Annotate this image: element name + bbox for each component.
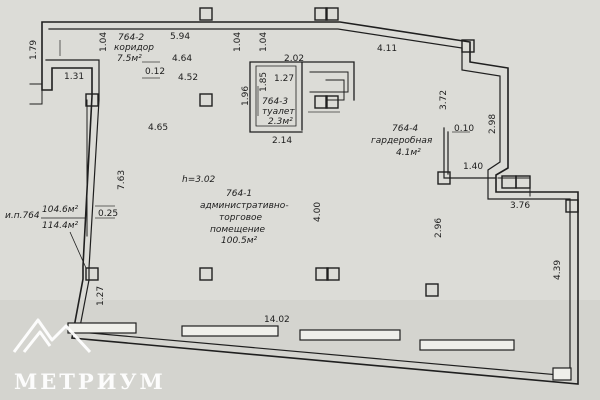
columns (85, 7, 579, 297)
total-area-2: 114.4м² (42, 221, 79, 231)
dim-0-25: 0.25 (98, 209, 118, 219)
room-toilet-label: 764-3 туалет 2.3м² (262, 97, 295, 127)
dim-1-96: 1.96 (241, 86, 251, 106)
dim-2-98: 2.98 (488, 114, 498, 134)
dim-2-96: 2.96 (434, 218, 444, 238)
toilet-area: 2.3м² (268, 117, 293, 127)
wardrobe-name: гардеробная (371, 136, 433, 146)
dim-1-04-c: 1.04 (259, 32, 269, 52)
total-label: и.п.764 (5, 211, 40, 221)
dim-1-40: 1.40 (463, 162, 483, 172)
windows (67, 322, 572, 381)
dim-4-39: 4.39 (553, 260, 563, 280)
main-room-area: 100.5м² (221, 236, 258, 246)
dim-1-04-b: 1.04 (233, 32, 243, 52)
dim-7-63: 7.63 (117, 170, 127, 190)
dim-0-10: 0.10 (454, 124, 474, 134)
main-room-name-line1: административно- (200, 201, 289, 211)
room-corridor-label: 764-2 коридор 7.5м² (114, 33, 154, 64)
total-area-1: 104.6м² (42, 205, 79, 215)
corridor-id: 764-2 (118, 33, 144, 43)
total-area-label: и.п.764 104.6м² 114.4м² (5, 205, 87, 269)
ceiling-height: h=3.02 (182, 175, 216, 185)
dim-4-64: 4.64 (172, 54, 192, 64)
dim-4-11: 4.11 (377, 44, 397, 54)
mountain-icon (12, 318, 92, 354)
main-room-name-line2: торговое (219, 213, 263, 223)
walls (29, 21, 579, 385)
dim-2-02: 2.02 (284, 54, 304, 64)
dim-5-94: 5.94 (170, 32, 190, 42)
dim-1-31: 1.31 (64, 72, 84, 82)
room-wardrobe-label: 764-4 гардеробная 4.1м² (371, 124, 433, 158)
dim-4-65: 4.65 (148, 123, 168, 133)
corridor-area: 7.5м² (117, 54, 142, 64)
dim-1-27-a: 1.27 (274, 74, 294, 84)
wardrobe-area: 4.1м² (396, 148, 421, 158)
dim-1-27-b: 1.27 (96, 286, 106, 306)
metrium-logo: МЕТРИУМ (12, 318, 166, 394)
toilet-name: туалет (262, 107, 295, 117)
dim-4-52: 4.52 (178, 73, 198, 83)
dim-3-72: 3.72 (439, 90, 449, 110)
dim-4-00: 4.00 (313, 202, 323, 222)
corridor-name: коридор (114, 43, 154, 53)
dim-0-12: 0.12 (145, 67, 165, 77)
wardrobe-id: 764-4 (392, 124, 418, 134)
dim-1-85: 1.85 (259, 72, 269, 92)
dim-14-02: 14.02 (264, 315, 290, 325)
room-main-label: 764-1 административно- торговое помещени… (200, 189, 289, 246)
dim-1-79: 1.79 (29, 40, 39, 60)
toilet-id: 764-3 (262, 97, 288, 107)
dimension-labels: 1.79 1.04 5.94 1.04 1.04 2.02 4.11 1.31 … (29, 32, 563, 325)
dimension-marks (59, 40, 470, 219)
watermark-text: МЕТРИУМ (14, 369, 166, 394)
dim-1-04-a: 1.04 (99, 32, 109, 52)
dim-3-76: 3.76 (510, 201, 530, 211)
dim-2-14: 2.14 (272, 136, 292, 146)
main-room-id: 764-1 (226, 189, 252, 199)
main-room-name-line3: помещение (210, 225, 265, 235)
